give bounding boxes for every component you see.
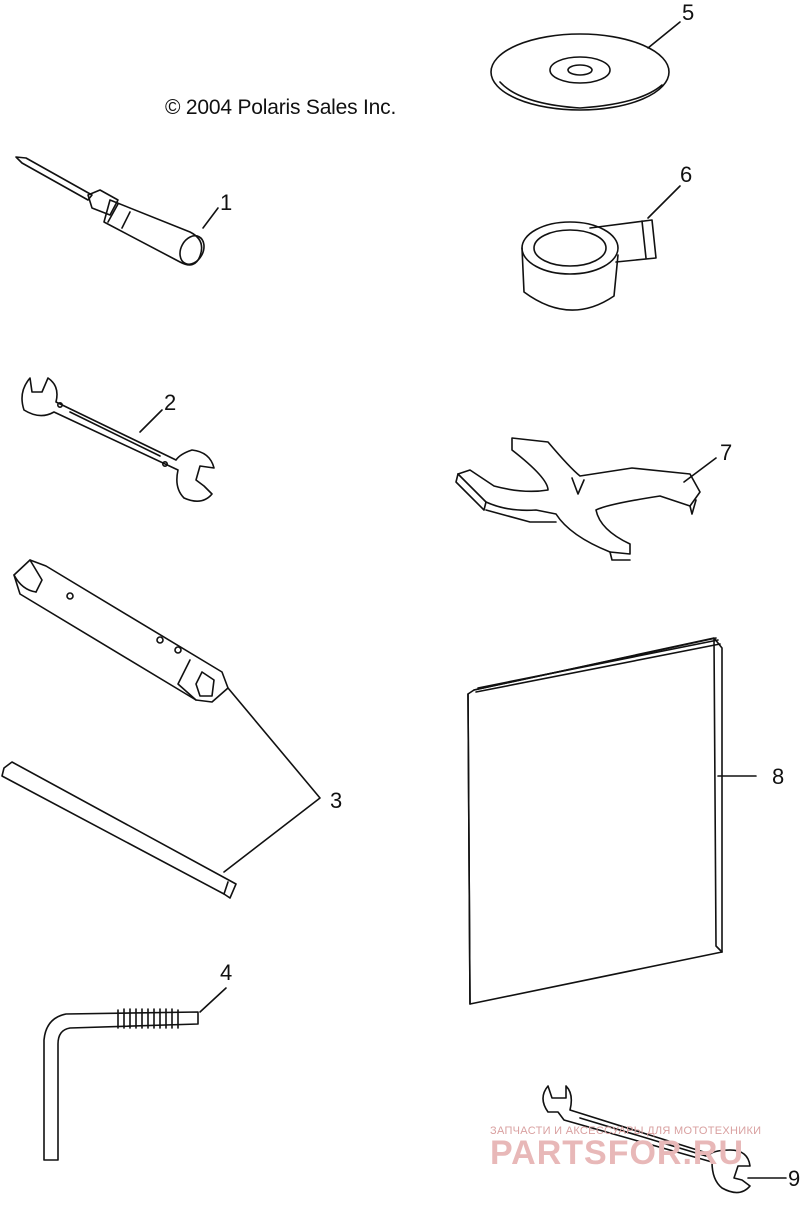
- callout-4: 4: [220, 960, 233, 985]
- screwdriver-icon: [16, 157, 209, 268]
- spanner-plate-icon: [456, 438, 700, 560]
- wrench-icon: [22, 378, 214, 501]
- tommy-bar-icon: [2, 762, 236, 898]
- small-wrench-icon: [543, 1086, 750, 1193]
- manual-icon: [468, 638, 722, 1004]
- copyright-text: © 2004 Polaris Sales Inc.: [165, 96, 397, 119]
- callout-8: 8: [772, 764, 785, 789]
- leader-7: [684, 458, 716, 482]
- callout-1: 1: [220, 190, 233, 215]
- leader-2: [140, 410, 162, 432]
- callout-2: 2: [164, 390, 177, 415]
- leader-5: [648, 22, 680, 48]
- watermark-tagline: ЗАПЧАСТИ И АКСЕССУАРЫ ДЛЯ МОТОТЕХНИКИ: [490, 1125, 762, 1137]
- watermark-brand: PARTSFOR.RU: [490, 1134, 745, 1172]
- tube-socket-icon: [14, 560, 228, 702]
- leader-1: [203, 208, 218, 228]
- callout-3: 3: [330, 788, 343, 813]
- callout-9: 9: [788, 1166, 800, 1191]
- leader-3: [224, 688, 320, 872]
- disc-icon: [491, 34, 669, 110]
- hex-key-icon: [44, 1009, 198, 1160]
- leader-4: [200, 988, 226, 1012]
- callout-7: 7: [720, 440, 733, 465]
- callout-5: 5: [682, 0, 695, 25]
- callout-6: 6: [680, 162, 693, 187]
- leader-6: [648, 186, 680, 218]
- tape-roll-icon: [522, 220, 656, 310]
